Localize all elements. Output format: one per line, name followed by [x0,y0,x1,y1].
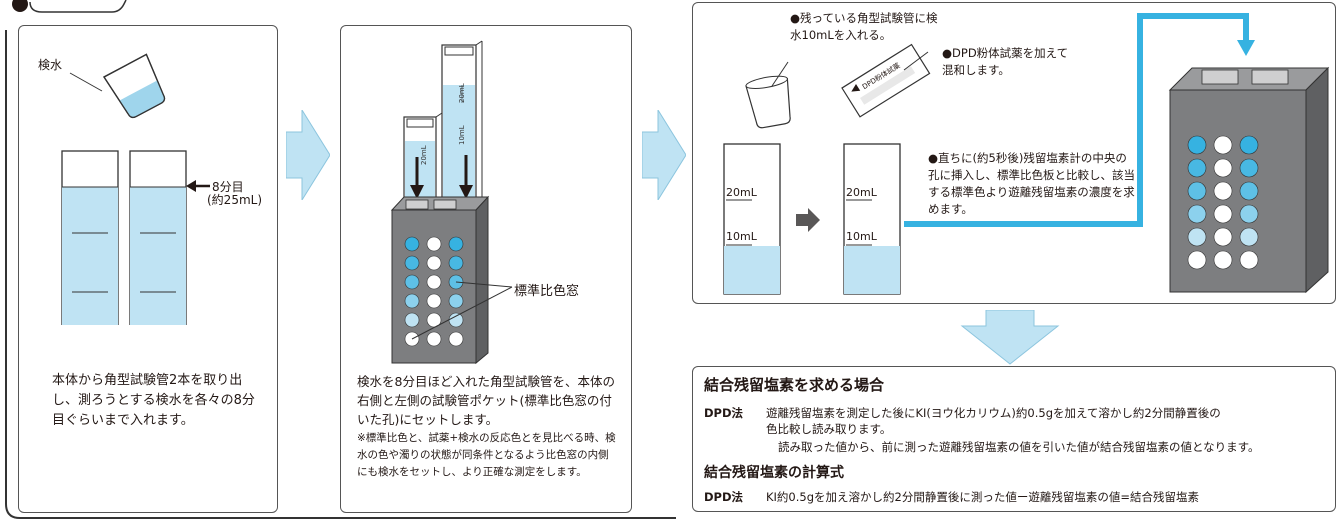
step2-note: ※標準比色と、試薬+検水の反応色とを見比べる時、検水の色や濁りの状態が同条件とな… [357,432,616,478]
step1-illustration [61,53,210,325]
insert-arrow-right-icon [459,155,473,199]
pipe-arrow-icon [1237,40,1255,56]
calc-method-label: DPD法 [704,490,744,504]
label-8bunme: 8分目 [212,180,244,194]
step3-illustration: DPD粉体試薬 20mL 10mL 20mL 10mL [723,13,1330,295]
svg-text:10mL: 10mL [726,230,758,243]
svg-text:20mL: 20mL [458,83,466,103]
step2-illustration: 20mL 10mL 20mL [390,40,513,365]
flow-arrow-1-icon [286,110,330,200]
test-tube-right [129,150,187,325]
step-badge-icon [12,0,28,12]
beaker-icon [103,53,166,119]
color-standard-dots-large [1187,135,1259,270]
calc-title: 結合残留塩素の計算式 [704,465,844,481]
svg-text:20mL: 20mL [420,145,428,165]
insert-arrow-left-icon [410,157,424,199]
result-title: 結合残留塩素を求める場合 [704,376,885,394]
result-panel [692,366,1336,512]
flow-arrow-2-icon [642,110,686,200]
result-line-1: 遊離残留塩素を測定した後にKI(ヨウ化カリウム)約0.5gを加えて溶かし約2分間… [766,406,1221,420]
label-25ml: (約25mL) [207,193,263,207]
next-step-arrow-icon [796,208,820,232]
result-line-3: 読み取った値から、前に測った遊離残留塩素の値を引いた値が結合残留塩素の値となりま… [778,440,1260,454]
result-method-label: DPD法 [704,406,744,420]
dpd-packet-icon: DPD粉体試薬 [841,43,931,118]
step2-description: 検水を8分目ほど入れた角型試験管を、本体の右側と左側の試験管ポケット(標準比色窓… [357,374,615,427]
flow-arrow-down-icon [960,310,1060,365]
level-arrow-icon [186,180,210,192]
step3-note-3: ●直ちに(約5秒後)残留塩素計の中央の孔に挿入し、標準比色板と比較し、該当する標… [928,151,1135,216]
result-line-2: 色比較し読み取ります。 [766,422,892,436]
small-beaker-icon [745,75,791,129]
comparator-box-large [1168,66,1330,294]
sample-tube-b: 20mL 10mL [843,143,901,295]
svg-text:10mL: 10mL [846,230,878,243]
color-standard-dots [404,236,464,347]
label-kensui: 検水 [38,58,63,72]
sample-tube-a: 20mL 10mL [723,143,781,295]
step1-description: 本体から角型試験管2本を取り出し、測ろうとする検水を各々の8分目ぐらいまで入れま… [52,373,255,428]
label-standard-window: 標準比色窓 [514,284,580,299]
svg-text:20mL: 20mL [846,186,878,199]
step3-note-2: ●DPD粉体試薬を加えて混和します。 [942,46,1069,77]
step3-note-1: ●残っている角型試験管に検水10mLを入れる。 [790,11,938,42]
test-tube-left [61,150,119,325]
large-test-tube: 20mL 10mL [441,40,483,216]
svg-text:20mL: 20mL [726,186,758,199]
calc-formula: KI約0.5gを加え溶かし約2分間静置後に測った値ー遊離残留塩素の値=結合残留塩… [766,490,1199,504]
svg-text:10mL: 10mL [458,125,466,145]
